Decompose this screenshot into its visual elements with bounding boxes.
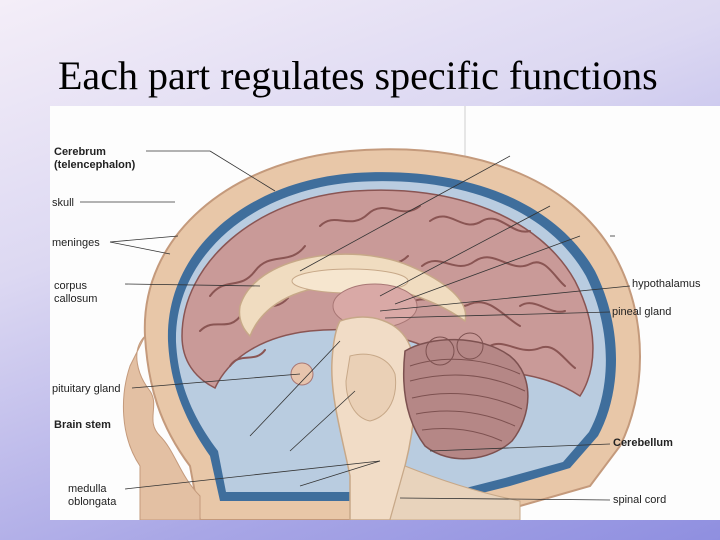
cerebellum-shape bbox=[402, 338, 529, 460]
label-cerebrum: Cerebrum bbox=[54, 146, 106, 158]
label-medulla: medulla bbox=[68, 483, 107, 495]
label-callosum: callosum bbox=[54, 293, 98, 305]
label-cerebellum: Cerebellum bbox=[613, 437, 673, 449]
leader-lines-right bbox=[299, 155, 631, 501]
label-oblongata: oblongata bbox=[68, 496, 117, 508]
label-corpus: corpus bbox=[54, 280, 88, 292]
leader-lines-left bbox=[80, 150, 381, 490]
label-brain-stem: Brain stem bbox=[54, 419, 111, 431]
label-hypothalamus: hypothalamus bbox=[632, 278, 701, 290]
label-meninges: meninges bbox=[52, 237, 100, 249]
label-pituitary-gland: pituitary gland bbox=[52, 383, 121, 395]
label-pineal-gland: pineal gland bbox=[612, 306, 672, 318]
pituitary-shape bbox=[290, 362, 314, 386]
label-skull: skull bbox=[52, 197, 75, 209]
brain-sagittal-diagram: Cerebrum (telencephalon) skull meninges … bbox=[50, 106, 720, 520]
label-telencephalon: (telencephalon) bbox=[54, 159, 136, 171]
brain-illustration bbox=[80, 106, 641, 520]
cerebellum-folia bbox=[409, 332, 526, 442]
slide-title: Each part regulates specific functions bbox=[58, 53, 658, 98]
label-spinal-cord: spinal cord bbox=[613, 494, 667, 506]
corpus-callosum-shape bbox=[238, 253, 467, 338]
